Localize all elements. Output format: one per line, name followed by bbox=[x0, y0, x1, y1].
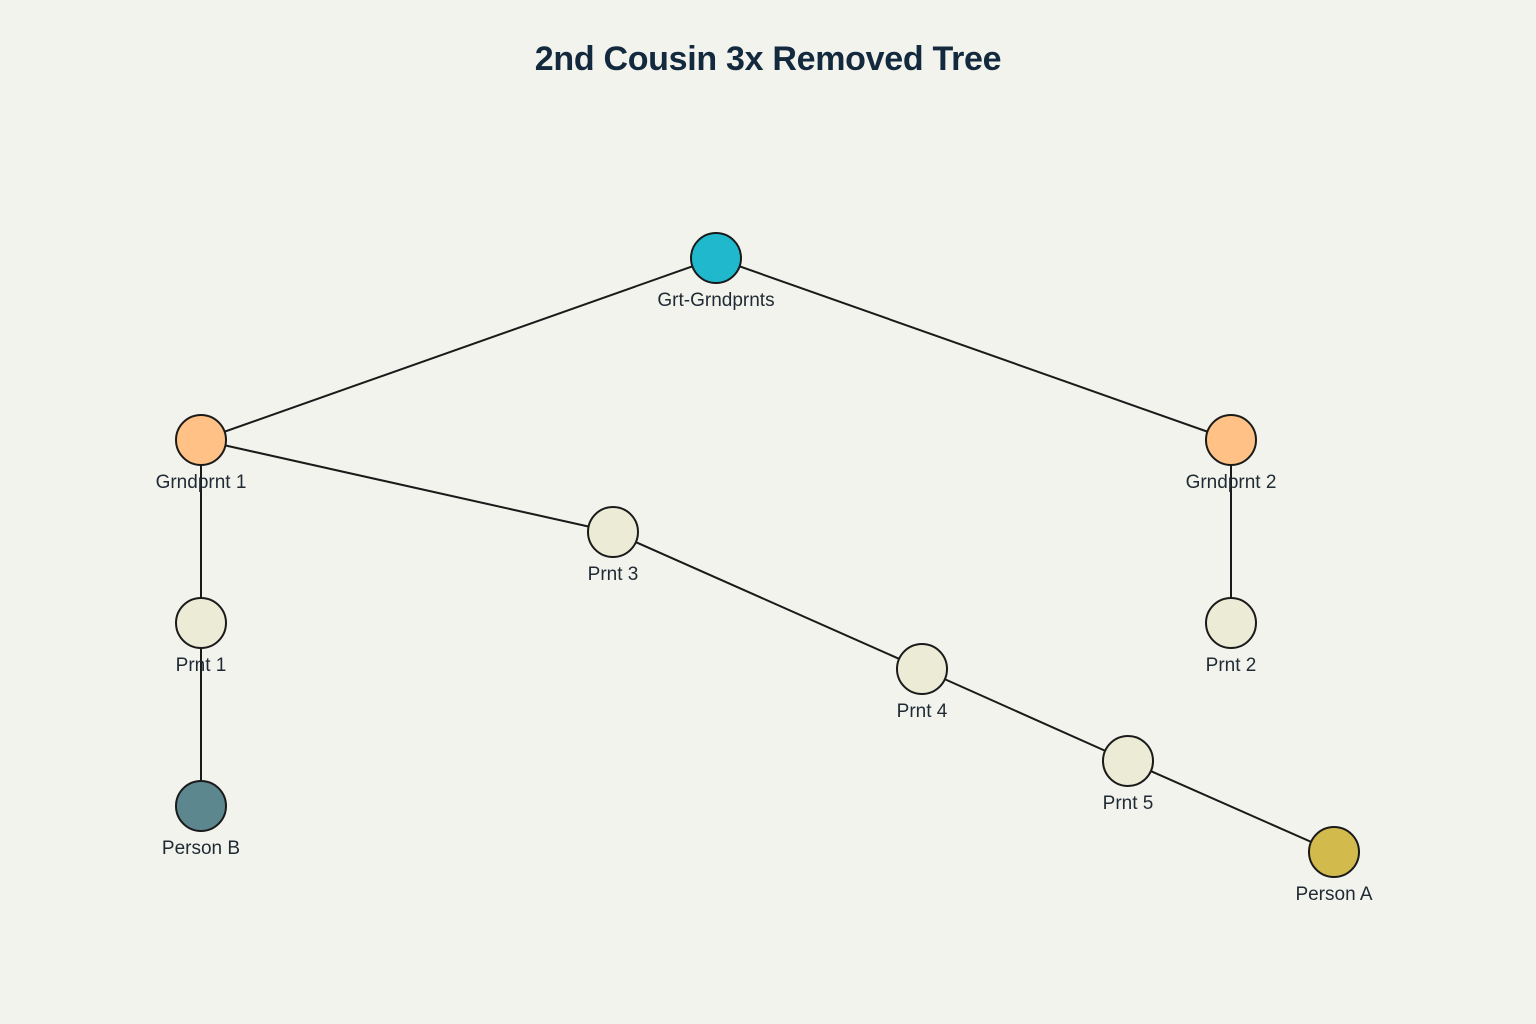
edge-ggp-gp2 bbox=[715, 257, 1232, 441]
node-label-p5: Prnt 5 bbox=[1103, 793, 1154, 814]
edge-p4-p5 bbox=[921, 668, 1129, 762]
edge-ggp-gp1 bbox=[200, 257, 717, 441]
node-gp1 bbox=[175, 414, 227, 466]
node-label-p2: Prnt 2 bbox=[1206, 655, 1257, 676]
node-p4 bbox=[896, 643, 948, 695]
node-p5 bbox=[1102, 735, 1154, 787]
edges-layer bbox=[200, 257, 1335, 853]
node-p1 bbox=[175, 597, 227, 649]
nodes-layer bbox=[175, 232, 1360, 878]
edge-gp1-p3 bbox=[200, 439, 614, 533]
node-ggp bbox=[690, 232, 742, 284]
node-label-pb: Person B bbox=[162, 838, 240, 859]
node-pa bbox=[1308, 826, 1360, 878]
diagram-title: 2nd Cousin 3x Removed Tree bbox=[534, 40, 1002, 78]
node-label-gp2: Grndprnt 2 bbox=[1186, 472, 1277, 493]
node-label-pa: Person A bbox=[1295, 884, 1372, 905]
node-p3 bbox=[587, 506, 639, 558]
edge-p3-p4 bbox=[612, 531, 923, 670]
node-label-ggp: Grt-Grndprnts bbox=[657, 290, 774, 311]
edge-p5-pa bbox=[1127, 760, 1335, 853]
node-gp2 bbox=[1205, 414, 1257, 466]
node-p2 bbox=[1205, 597, 1257, 649]
node-pb bbox=[175, 780, 227, 832]
node-label-p3: Prnt 3 bbox=[588, 564, 639, 585]
node-label-gp1: Grndprnt 1 bbox=[156, 472, 247, 493]
node-label-p1: Prnt 1 bbox=[176, 655, 227, 676]
node-label-p4: Prnt 4 bbox=[897, 701, 948, 722]
